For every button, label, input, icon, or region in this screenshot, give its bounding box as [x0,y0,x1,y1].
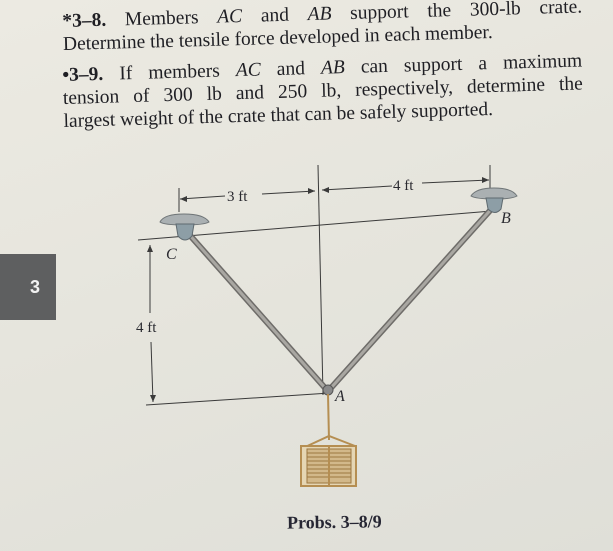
dim-label-4ft-horizontal: 4 ft [393,178,414,194]
arrow-icon [482,177,489,183]
arrow-icon [150,395,156,402]
figure-caption: Probs. 3–8/9 [286,511,382,533]
arrow-icon [308,188,315,194]
chapter-tab: 3 [0,254,56,320]
dim-3ft-left [179,195,226,200]
dim-vertical-bottom [150,341,154,403]
arrow-icon [180,196,187,202]
reference-line-cb [137,210,493,241]
crate-icon [300,393,357,487]
dim-label-3ft: 3 ft [227,189,248,205]
member-ab-highlight [328,203,497,391]
reference-line-a [145,392,331,406]
arrow-icon [322,187,329,193]
dim-4ft-right [421,179,490,184]
point-label-a: A [334,388,345,405]
support-c-icon [159,213,210,241]
point-label-b: B [501,210,511,227]
arrow-icon [147,245,153,252]
member-ac-highlight [185,230,328,391]
joint-a-icon [322,384,334,396]
center-line [317,164,324,396]
dim-3ft-right [261,190,316,195]
support-b-icon [470,187,518,213]
dim-label-4ft-vertical: 4 ft [136,320,157,336]
point-label-c: C [166,246,177,263]
dim-4ft-left [321,185,393,191]
